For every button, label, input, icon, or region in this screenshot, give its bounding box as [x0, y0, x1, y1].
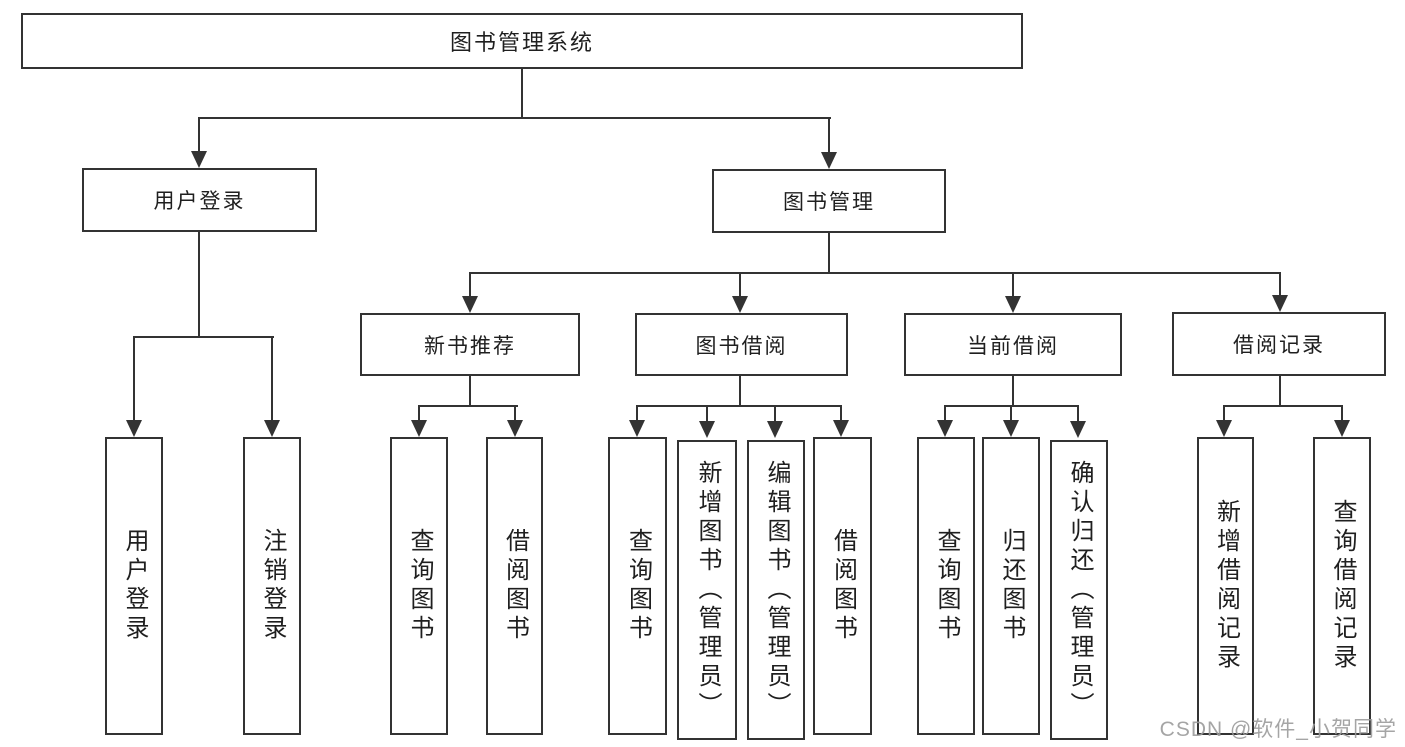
arrow-down-icon [821, 152, 837, 169]
node-label: 图书借阅 [695, 334, 788, 358]
node-book-borrow: 图书借阅 [635, 313, 848, 376]
connector-line [1012, 272, 1014, 298]
connector-line [1223, 405, 1343, 407]
arrow-down-icon [411, 420, 427, 437]
connector-line [469, 375, 471, 407]
csdn-watermark: CSDN @软件_小贺同学 [1159, 718, 1397, 741]
connector-line [1223, 405, 1225, 422]
connector-line [706, 405, 708, 422]
arrow-down-icon [732, 296, 748, 313]
connector-line [133, 336, 135, 422]
node-leaf-logout: 注销登录 [243, 437, 301, 735]
node-label: 新增图书（管理员） [694, 459, 721, 721]
connector-line [1010, 405, 1012, 422]
node-leaf-search-books-3: 查询图书 [917, 437, 975, 735]
node-label: 新增借阅记录 [1212, 499, 1240, 673]
connector-line [636, 405, 638, 422]
node-label: 图书管理 [783, 191, 875, 214]
arrow-down-icon [1272, 295, 1288, 312]
node-leaf-add-books-admin: 新增图书（管理员） [677, 440, 737, 740]
arrow-down-icon [1216, 420, 1232, 437]
node-label: 用户登录 [121, 528, 148, 644]
arrow-down-icon [1070, 421, 1086, 438]
connector-line [521, 69, 523, 119]
node-new-book-recommend: 新书推荐 [360, 313, 580, 376]
node-label: 查询图书 [933, 528, 960, 644]
connector-line [514, 405, 516, 422]
connector-line [469, 272, 471, 298]
arrow-down-icon [126, 420, 142, 437]
connector-line [944, 405, 946, 422]
connector-line [1012, 375, 1014, 407]
node-label: 当前借阅 [967, 334, 1059, 358]
node-leaf-user-login: 用户登录 [105, 437, 163, 735]
arrow-down-icon [507, 420, 523, 437]
node-label: 查询图书 [406, 528, 433, 644]
node-label: 确认归还（管理员） [1066, 459, 1093, 721]
connector-line [198, 117, 831, 119]
node-label: 注销登录 [259, 528, 286, 644]
connector-line [636, 405, 842, 407]
arrow-down-icon [264, 420, 280, 437]
connector-line [418, 405, 420, 422]
connector-line [739, 272, 741, 298]
arrow-down-icon [1003, 420, 1019, 437]
node-label: 新书推荐 [424, 334, 516, 358]
connector-line [840, 405, 842, 422]
connector-line [133, 336, 274, 338]
arrow-down-icon [191, 151, 207, 168]
node-leaf-add-borrow-record: 新增借阅记录 [1197, 437, 1254, 735]
node-leaf-search-borrow-record: 查询借阅记录 [1313, 437, 1371, 735]
node-leaf-borrow-books-2: 借阅图书 [813, 437, 872, 735]
node-user-login-branch: 用户登录 [82, 168, 317, 232]
arrow-down-icon [833, 420, 849, 437]
node-label: 借阅图书 [501, 528, 529, 644]
arrow-down-icon [937, 420, 953, 437]
arrow-down-icon [629, 420, 645, 437]
connector-line [1341, 405, 1343, 422]
connector-line [198, 117, 200, 155]
node-leaf-confirm-return-admin: 确认归还（管理员） [1050, 440, 1108, 740]
node-label: 归还图书 [998, 528, 1025, 644]
connector-line [739, 375, 741, 407]
node-label: 借阅图书 [829, 528, 857, 644]
node-leaf-search-books-1: 查询图书 [390, 437, 448, 735]
node-leaf-edit-books-admin: 编辑图书（管理员） [747, 440, 805, 740]
node-leaf-search-books-2: 查询图书 [608, 437, 667, 735]
connector-line [828, 117, 830, 155]
connector-line [1077, 405, 1079, 422]
connector-line [774, 405, 776, 422]
node-label: 借阅记录 [1233, 334, 1325, 357]
connector-line [469, 272, 1281, 274]
node-book-management-branch: 图书管理 [712, 169, 946, 233]
arrow-down-icon [699, 421, 715, 438]
node-leaf-return-books: 归还图书 [982, 437, 1040, 735]
node-leaf-borrow-books-1: 借阅图书 [486, 437, 543, 735]
node-label: 查询借阅记录 [1329, 499, 1356, 673]
connector-line [828, 233, 830, 274]
node-borrow-records: 借阅记录 [1172, 312, 1386, 376]
connector-line [1279, 375, 1281, 407]
connector-line [271, 336, 273, 422]
arrow-down-icon [1334, 420, 1350, 437]
arrow-down-icon [462, 296, 478, 313]
node-library-management-system: 图书管理系统 [21, 13, 1023, 69]
node-current-borrow: 当前借阅 [904, 313, 1122, 376]
connector-line [198, 232, 200, 338]
connector-line [418, 405, 518, 407]
node-label: 用户登录 [153, 190, 246, 213]
node-label: 编辑图书（管理员） [763, 459, 790, 721]
arrow-down-icon [1005, 296, 1021, 313]
arrow-down-icon [767, 421, 783, 438]
node-label: 查询图书 [624, 528, 652, 644]
connector-line [1279, 272, 1281, 298]
node-label: 图书管理系统 [449, 30, 594, 55]
